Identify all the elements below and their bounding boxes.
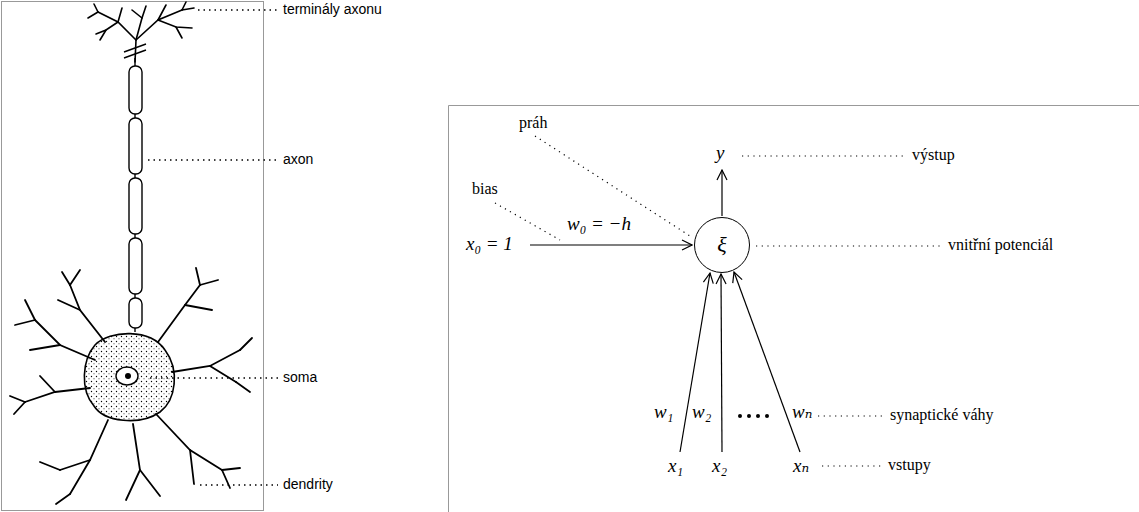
part-label: bias — [472, 180, 498, 198]
weight-symbol: w₁ — [654, 401, 673, 423]
dendrites — [10, 268, 252, 504]
part-label: axon — [283, 151, 313, 167]
part-label: vnitřní potenciál — [948, 236, 1053, 254]
potential-symbol: ξ — [717, 234, 726, 256]
axon — [124, 44, 146, 332]
part-label: výstup — [912, 146, 955, 164]
input-symbol: x₁ — [668, 455, 683, 477]
leader-line — [495, 136, 942, 466]
weight-symbol: w₀ = −h — [567, 213, 631, 235]
leader-line — [148, 10, 278, 485]
axon-terminals — [88, 2, 194, 62]
part-label: synaptické váhy — [890, 406, 994, 424]
part-label: soma — [283, 369, 317, 385]
weight-symbol: w₂ — [692, 401, 711, 423]
weight-symbol: wₙ — [792, 401, 812, 423]
part-label: vstupy — [888, 456, 931, 474]
panel-frame — [449, 106, 1139, 512]
panel-frame — [2, 2, 264, 511]
soma — [84, 334, 174, 421]
part-label: terminály axonu — [283, 1, 382, 17]
neuron-circle: ξ — [694, 217, 750, 273]
part-label: dendrity — [283, 476, 333, 492]
input-symbol: xₙ — [793, 455, 809, 477]
part-label: práh — [519, 114, 547, 132]
output-symbol: y — [716, 142, 724, 164]
input-symbol: x₀ = 1 — [466, 233, 513, 255]
ellipsis-dots — [738, 414, 769, 418]
signal-arrow — [530, 170, 800, 452]
input-symbol: x₂ — [712, 455, 727, 477]
